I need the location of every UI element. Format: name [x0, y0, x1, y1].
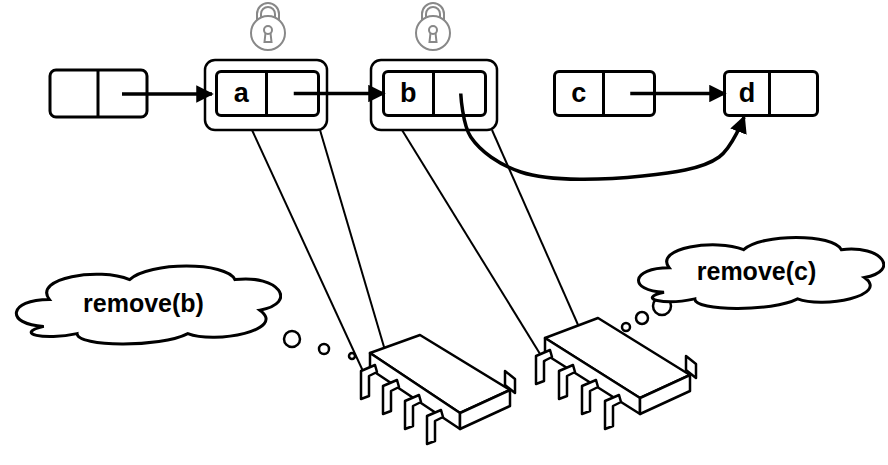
- thought-cloud: remove(c): [628, 230, 885, 312]
- node-value: a: [218, 73, 268, 114]
- node-value: b: [385, 73, 435, 114]
- head-list-node: [50, 70, 212, 117]
- pointer-cell: [268, 73, 318, 114]
- pointer-cell: [605, 73, 654, 114]
- thought-text: remove(c): [628, 230, 885, 312]
- node-value: c: [556, 73, 605, 114]
- lock-enclosure: [371, 60, 497, 130]
- list-node: b: [382, 70, 487, 117]
- list-node: a: [215, 70, 320, 117]
- processor-chip: [361, 335, 515, 444]
- lock-enclosure: [205, 60, 327, 130]
- pointer-cell: [435, 73, 485, 114]
- padlock-icon: [416, 3, 450, 50]
- thought-text: remove(b): [5, 258, 282, 348]
- pointer-cell: [771, 73, 816, 114]
- list-node: c: [553, 70, 656, 117]
- thought-cloud: remove(b): [5, 258, 282, 348]
- list-node: d: [723, 70, 819, 117]
- processor-chip: [536, 318, 696, 429]
- padlock-icon: [251, 3, 285, 50]
- node-value: d: [726, 73, 771, 114]
